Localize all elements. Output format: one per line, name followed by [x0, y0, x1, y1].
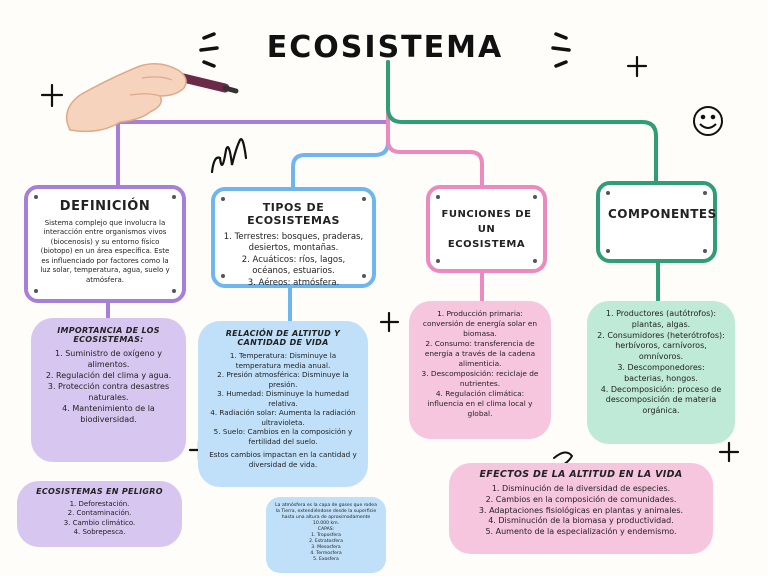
importancia-item: 2. Regulación del clima y agua. [45, 371, 172, 381]
page-title: ECOSISTEMA [266, 30, 504, 65]
definicion-card: DEFINICIÓN Sistema complejo que involucr… [24, 185, 186, 303]
connector-funciones [386, 60, 484, 190]
relacion-item: 1. Temperatura: Disminuye la temperatura… [229, 351, 337, 370]
atmosfera-item: CAPAS: [317, 526, 335, 532]
relacion-item: 2. Presión atmosférica: Disminuye la pre… [217, 370, 349, 389]
atmosfera-item: 4. Termosfera [310, 550, 342, 556]
atmosfera-text: La atmósfera es la capa de gases que rod… [275, 503, 377, 526]
componentes-card: COMPONENTES [596, 181, 717, 263]
relacion-box: RELACIÓN DE ALTITUD Y CANTIDAD DE VIDA 1… [198, 321, 368, 487]
definicion-heading: DEFINICIÓN [59, 199, 151, 214]
smiley-face-icon [693, 106, 723, 136]
funciones-item: 4. Regulación climática: influencia en e… [427, 388, 533, 418]
efectos-box: EFECTOS DE LA ALTITUD EN LA VIDA 1. Dism… [449, 463, 713, 554]
tipos-card: TIPOS DE ECOSISTEMAS 1. Terrestres: bosq… [211, 187, 376, 288]
sparkle-left-icon [199, 32, 219, 68]
componentes-lista-box: 1. Productores (autótrofos): plantas, al… [587, 301, 735, 444]
scribble-icon [210, 138, 248, 174]
funciones-item: 1. Producción primaria: conversión de en… [422, 309, 538, 338]
tipos-item: 1. Terrestres: bosques, praderas, desier… [223, 232, 364, 254]
importancia-item: 4. Mantenimiento de la biodiversidad. [62, 404, 155, 425]
peligro-item: 3. Cambio climático. [63, 518, 136, 527]
peligro-item: 2. Contaminación. [67, 509, 132, 518]
funciones-item: 3. Descomposición: reciclaje de nutrient… [421, 368, 539, 388]
peligro-heading: ECOSISTEMAS EN PELIGRO [36, 487, 163, 496]
relacion-item: 5. Suelo: Cambios en la composición y fe… [213, 427, 353, 446]
atmosfera-item: 2. Estratosfera [309, 538, 343, 544]
peligro-item: 1. Deforestación. [69, 500, 130, 508]
efectos-item: 4. Disminución de la biomasa y productiv… [488, 516, 674, 526]
tipos-item: 3. Aéreos: atmósfera. [247, 277, 340, 288]
importancia-heading: IMPORTANCIA DE LOS ECOSISTEMAS: [57, 326, 160, 344]
sparkle-right-icon [551, 32, 571, 68]
relacion-heading: RELACIÓN DE ALTITUD Y CANTIDAD DE VIDA [225, 329, 341, 347]
funciones-lista-box: 1. Producción primaria: conversión de en… [409, 301, 551, 439]
componentes-item: 4. Decomposición: proceso de descomposic… [600, 384, 722, 416]
importancia-item: 1. Suministro de oxígeno y alimentos. [55, 349, 162, 370]
tipos-heading: TIPOS DE ECOSISTEMAS [247, 201, 340, 227]
peligro-box: ECOSISTEMAS EN PELIGRO 1. Deforestación.… [17, 481, 182, 547]
efectos-item: 5. Aumento de la especialización y endem… [485, 527, 677, 537]
peligro-item: 4. Sobrepesca. [73, 528, 126, 537]
relacion-item: 3. Humedad: Disminuye la humedad relativ… [217, 389, 349, 408]
funciones-heading: FUNCIONES DE UN ECOSISTEMA [441, 209, 532, 250]
componentes-item: 1. Productores (autótrofos): plantas, al… [605, 309, 717, 329]
hand-with-pencil-icon [65, 63, 239, 133]
connector-componentes [386, 60, 658, 185]
relacion-item: 4. Radiación solar: Aumenta la radiación… [210, 408, 356, 427]
atmosfera-item: 1. Troposfera [311, 532, 341, 538]
efectos-item: 1. Disminución de la diversidad de espec… [491, 484, 671, 493]
componentes-item: 2. Consumidores (heterótrofos): herbívor… [597, 330, 725, 362]
efectos-item: 3. Adaptaciones fisiológicas en plantas … [478, 505, 684, 515]
connector-tipos [291, 60, 390, 190]
funciones-card: FUNCIONES DE UN ECOSISTEMA [426, 185, 547, 273]
atmosfera-box: La atmósfera es la capa de gases que rod… [266, 497, 386, 573]
atmosfera-item: 5. Exosfera [313, 556, 339, 562]
relacion-summary: Estos cambios impactan en la cantidad y … [209, 450, 357, 469]
componentes-item: 3. Descomponedores: bacterias, hongos. [617, 362, 705, 383]
definicion-text: Sistema complejo que involucra la intera… [40, 219, 170, 284]
importancia-item: 3. Protección contra desastres naturales… [47, 382, 170, 403]
componentes-heading: COMPONENTES [608, 207, 717, 221]
efectos-item: 2. Cambios en la composición de comunida… [485, 494, 677, 504]
tipos-item: 2. Acuáticos: ríos, lagos, océanos, estu… [241, 254, 346, 277]
atmosfera-item: 3. Mesosfera [311, 544, 341, 550]
efectos-heading: EFECTOS DE LA ALTITUD EN LA VIDA [479, 469, 683, 480]
funciones-item: 2. Consumo: transferencia de energía a t… [424, 338, 536, 368]
importancia-box: IMPORTANCIA DE LOS ECOSISTEMAS: 1. Sumin… [31, 318, 186, 462]
